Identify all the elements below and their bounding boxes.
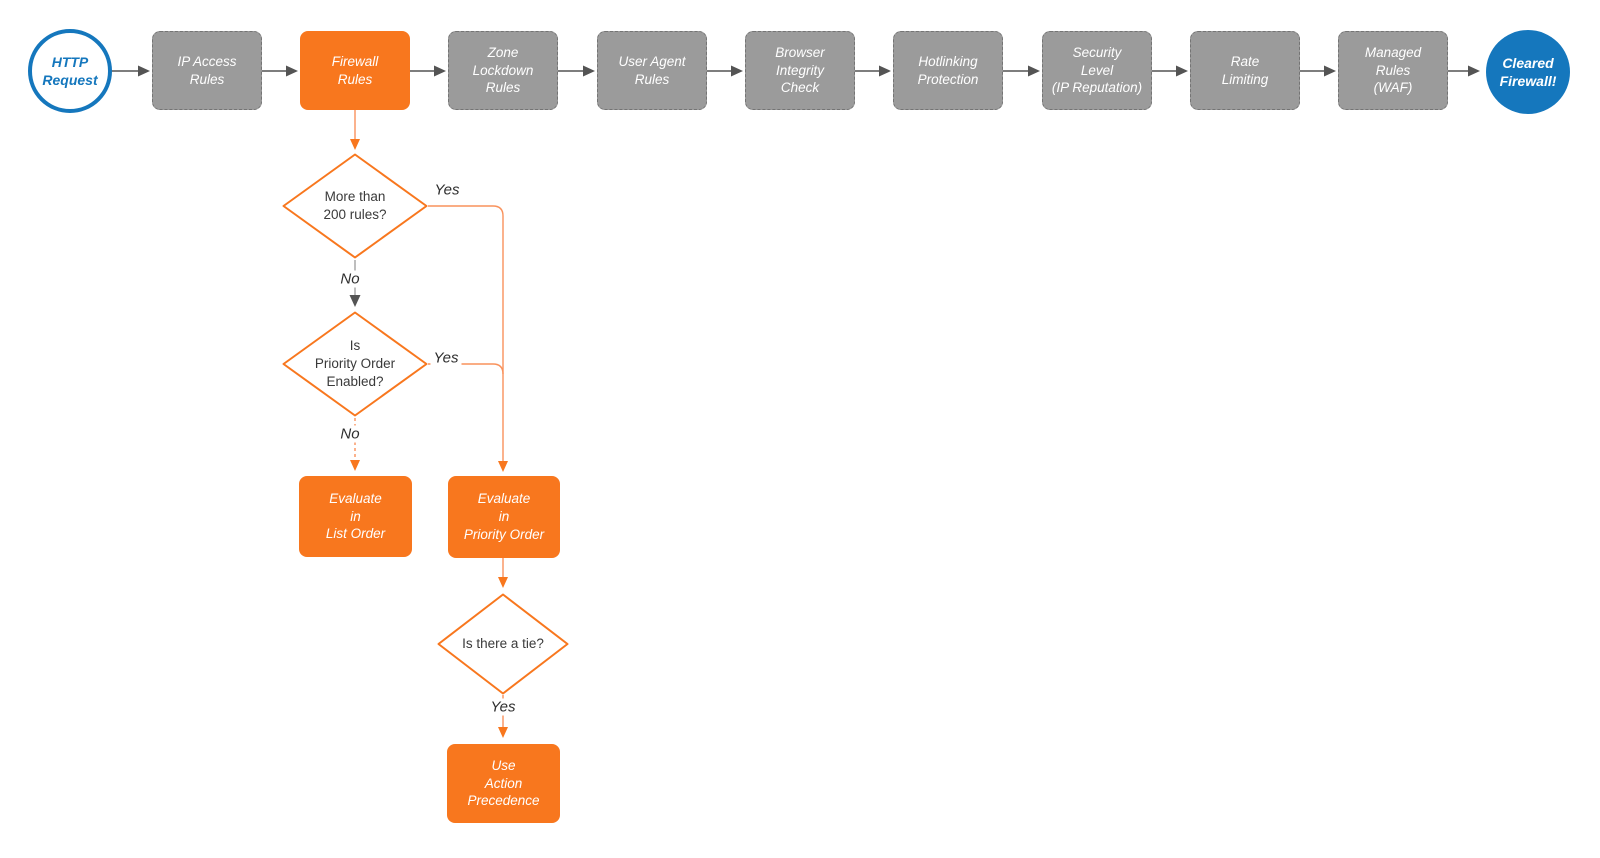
node-evaluate-priority-order: Evaluate in Priority Order — [448, 476, 560, 558]
node-managed-rules-waf: Managed Rules (WAF) — [1338, 31, 1448, 110]
decision-label: Is Priority Order Enabled? — [314, 337, 396, 390]
edge-label-priority-enabled-no: No — [337, 425, 363, 443]
edge-label-rules-count-yes: Yes — [431, 181, 463, 199]
node-label: Managed Rules (WAF) — [1364, 44, 1422, 96]
node-firewall-rules: Firewall Rules — [300, 31, 410, 110]
diamond-shape — [282, 153, 428, 259]
node-ip-access-rules: IP Access Rules — [152, 31, 262, 110]
node-user-agent-rules: User Agent Rules — [597, 31, 707, 110]
decision-rules-count: More than 200 rules? — [282, 153, 428, 259]
decision-priority-enabled: Is Priority Order Enabled? — [282, 311, 428, 417]
decision-label: Is there a tie? — [462, 635, 544, 651]
edge-label-priority-enabled-yes: Yes — [430, 349, 462, 367]
start-node-label: HTTP Request — [42, 53, 98, 88]
node-evaluate-list-order: Evaluate in List Order — [299, 476, 412, 557]
node-security-level: Security Level (IP Reputation) — [1042, 31, 1152, 110]
edge-label-rules-count-no: No — [337, 270, 363, 288]
node-hotlinking-protection: Hotlinking Protection — [893, 31, 1003, 110]
node-label: Zone Lockdown Rules — [472, 44, 534, 96]
diamond-shape — [282, 311, 428, 417]
node-label: Hotlinking Protection — [917, 53, 979, 87]
arrow-rules-count-yes — [428, 205, 508, 472]
node-label: Rate Limiting — [1221, 53, 1269, 87]
end-node-cleared-firewall: Cleared Firewall! — [1486, 30, 1570, 114]
node-label: IP Access Rules — [177, 53, 237, 87]
node-browser-integrity-check: Browser Integrity Check — [745, 31, 855, 110]
node-label: Security Level (IP Reputation) — [1051, 44, 1143, 96]
node-rate-limiting: Rate Limiting — [1190, 31, 1300, 110]
decision-tie: Is there a tie? — [437, 593, 569, 695]
node-use-action-precedence: Use Action Precedence — [447, 744, 560, 823]
arrow-priority-enabled-yes — [428, 363, 504, 375]
end-node-label: Cleared Firewall! — [1499, 54, 1557, 89]
node-label: Evaluate in List Order — [325, 490, 386, 542]
node-zone-lockdown-rules: Zone Lockdown Rules — [448, 31, 558, 110]
node-label: Use Action Precedence — [467, 757, 540, 809]
decision-label: More than 200 rules? — [323, 188, 387, 222]
start-node-http-request: HTTP Request — [28, 29, 112, 113]
node-label: Evaluate in Priority Order — [463, 491, 545, 542]
diamond-shape — [437, 593, 569, 695]
node-label: User Agent Rules — [618, 53, 686, 87]
node-label: Firewall Rules — [331, 53, 379, 87]
node-label: Browser Integrity Check — [775, 44, 825, 96]
edge-label-tie-yes: Yes — [487, 698, 519, 716]
